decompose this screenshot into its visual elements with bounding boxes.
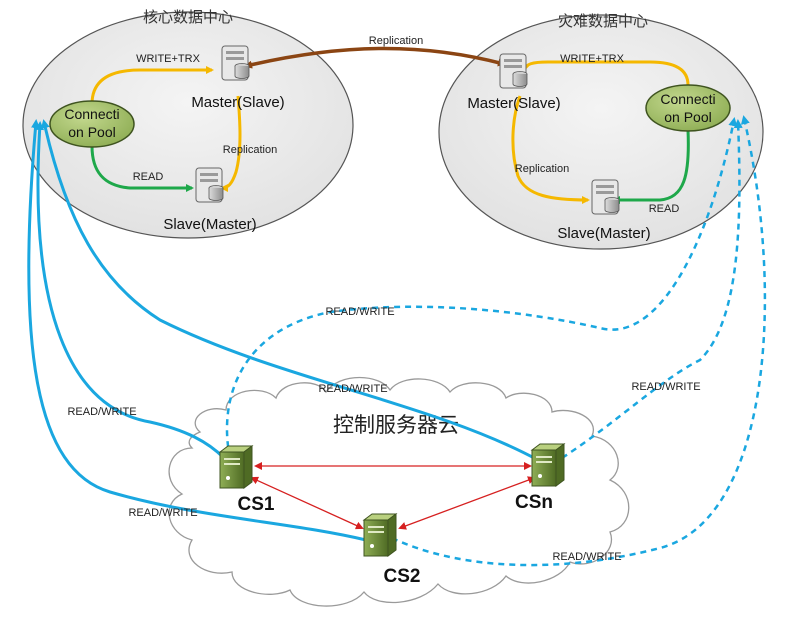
cloud-title: 控制服务器云	[333, 413, 459, 437]
csn-server-icon	[530, 443, 566, 487]
core-datacenter-title: 核心数据中心	[143, 8, 233, 26]
dr-slave-server-icon	[591, 179, 620, 215]
core-master-server-icon	[221, 45, 250, 81]
dr-write-label: WRITE+TRX	[560, 53, 625, 65]
csn-to-dr-pool-link	[561, 119, 743, 460]
cs1-label: CS1	[238, 494, 275, 515]
cs1-server-icon	[218, 445, 254, 489]
dr-read-label: READ	[649, 203, 680, 215]
core-write-link	[90, 66, 214, 105]
dr-slave-label: Slave(Master)	[557, 225, 650, 242]
cs1-to-core-pool-link	[35, 121, 226, 460]
cross-dc-replication-link	[244, 46, 506, 69]
core-slave-label: Slave(Master)	[163, 216, 256, 233]
dr-master-label: Master(Slave)	[467, 95, 560, 112]
core-read-link	[90, 145, 194, 192]
dr-read-link	[612, 129, 690, 204]
dr-connection-pool: Connecti on Pool	[645, 84, 731, 132]
core-write-label: WRITE+TRX	[136, 53, 201, 65]
dr-pool-label-line2: on Pool	[664, 109, 711, 125]
dr-replication-label: Replication	[515, 163, 569, 175]
csn-to-core-pool-link	[40, 119, 539, 462]
cs1-dr-rw-label: READ/WRITE	[325, 306, 394, 318]
core-replication-label: Replication	[223, 144, 277, 156]
dr-write-link	[522, 60, 690, 86]
csn-label: CSn	[515, 492, 553, 513]
cs2-server-icon	[362, 513, 398, 557]
csn-core-rw-label: READ/WRITE	[318, 383, 387, 395]
cs1-core-rw-label: READ/WRITE	[67, 406, 136, 418]
cs2-label: CS2	[384, 566, 421, 587]
dr-replication-link	[511, 95, 590, 204]
dr-datacenter-title: 灾难数据中心	[558, 12, 648, 30]
cross-dc-replication-label: Replication	[369, 35, 423, 47]
core-pool-label-line1: Connecti	[64, 106, 119, 122]
cs2-core-rw-label: READ/WRITE	[128, 507, 197, 519]
cs1-cs2-link	[250, 476, 364, 530]
cs2-dr-rw-label: READ/WRITE	[552, 551, 621, 563]
core-slave-server-icon	[195, 167, 224, 203]
dr-master-server-icon	[499, 53, 528, 89]
core-master-label: Master(Slave)	[191, 94, 284, 111]
core-replication-link	[220, 95, 242, 192]
core-connection-pool: Connecti on Pool	[49, 100, 135, 148]
core-read-label: READ	[133, 171, 164, 183]
csn-cs2-link	[398, 476, 536, 530]
dr-pool-label-line1: Connecti	[660, 91, 715, 107]
cs1-to-dr-pool-link	[225, 117, 738, 459]
cs2-to-dr-pool-link	[391, 115, 767, 567]
csn-dr-rw-label: READ/WRITE	[631, 381, 700, 393]
core-pool-label-line2: on Pool	[68, 124, 115, 140]
